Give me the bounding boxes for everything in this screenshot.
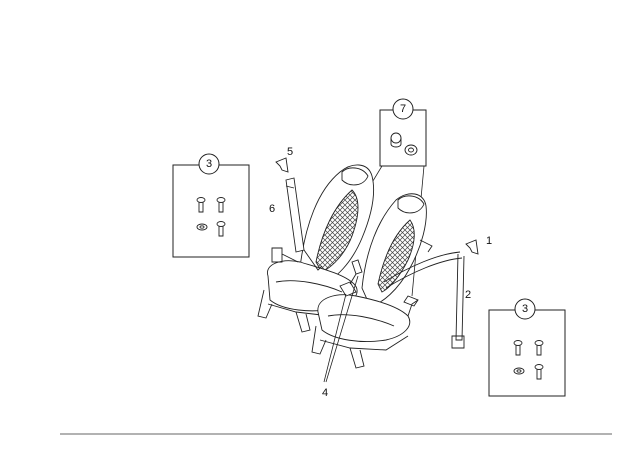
- seat-belt-right: [383, 239, 465, 349]
- callout-4: 4: [322, 387, 328, 399]
- seat-belt-left: [271, 177, 323, 271]
- guide-bracket-left: [275, 157, 289, 173]
- kit-box-left: 3: [172, 153, 250, 258]
- guide-bracket-right: [465, 239, 479, 255]
- callout-3-left: 3: [206, 158, 212, 170]
- kit-box-right: 3: [488, 298, 566, 397]
- callout-2: 2: [465, 289, 471, 301]
- seat-right: [311, 193, 427, 369]
- callout-5: 5: [287, 146, 293, 158]
- grommet-icon: [390, 132, 418, 156]
- callout-1: 1: [486, 235, 492, 247]
- callout-6: 6: [269, 203, 275, 215]
- callout-3-right: 3: [522, 303, 528, 315]
- callout-7: 7: [400, 103, 406, 115]
- leader-line-4: [323, 275, 359, 383]
- bolt-icon: [196, 197, 226, 237]
- bolt-icon: [513, 340, 544, 380]
- buckle-assembly: [339, 259, 363, 297]
